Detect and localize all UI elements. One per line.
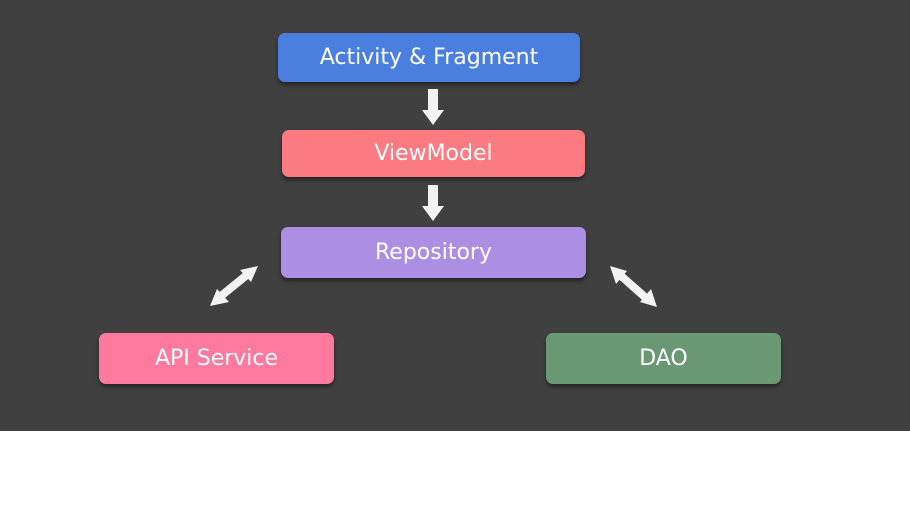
dao-label: DAO (639, 346, 688, 371)
repository-label: Repository (375, 240, 492, 265)
api-service-node: API Service (99, 333, 334, 384)
viewmodel-node: ViewModel (282, 130, 585, 177)
viewmodel-label: ViewModel (374, 141, 493, 166)
repository-node: Repository (281, 227, 586, 278)
activity-fragment-node: Activity & Fragment (278, 33, 580, 82)
blank-area (0, 431, 910, 526)
api-service-label: API Service (154, 346, 279, 371)
activity-fragment-label: Activity & Fragment (319, 45, 539, 70)
dao-node: DAO (546, 333, 781, 384)
